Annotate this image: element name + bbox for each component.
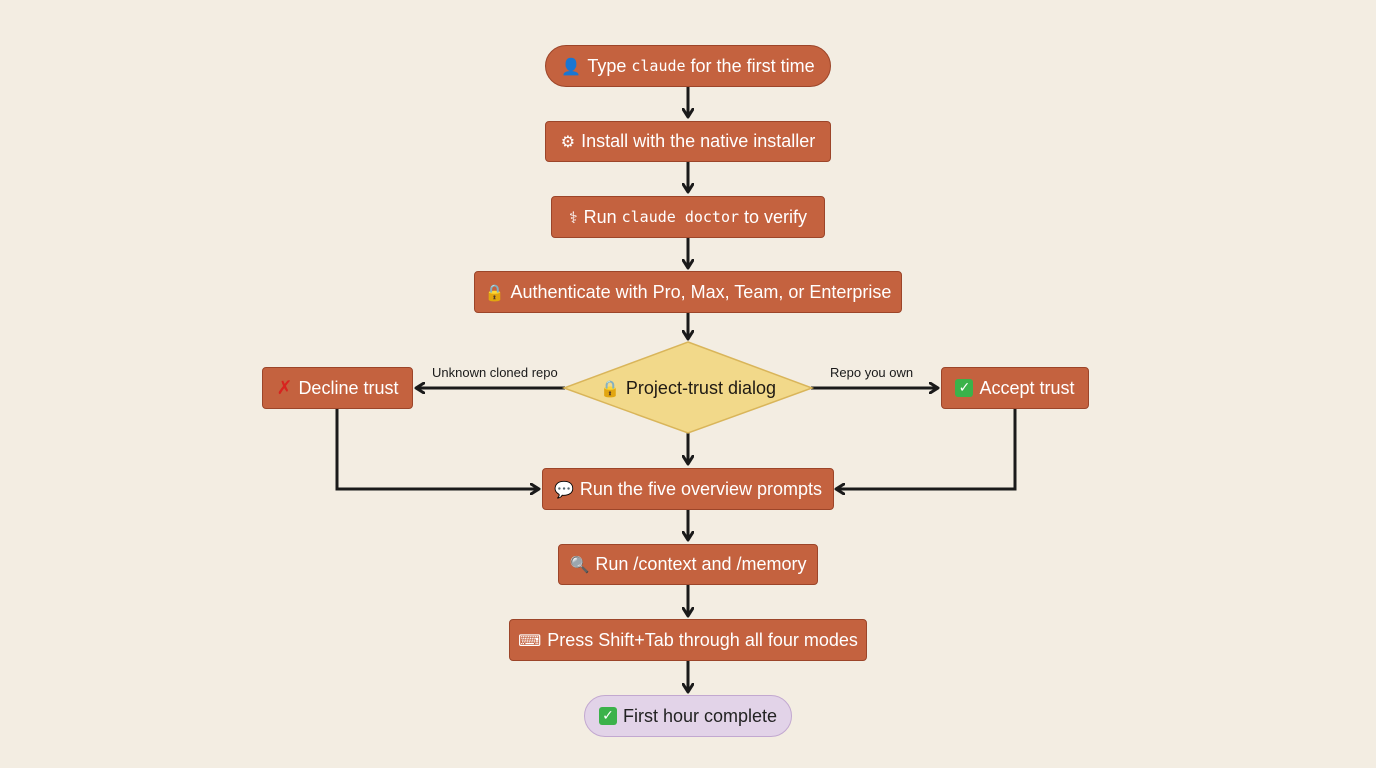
red-x-icon: ✗	[276, 377, 293, 399]
lock-icon: 🔒	[484, 282, 505, 302]
modes-label: Press Shift+Tab through all four modes	[547, 629, 858, 650]
check-icon: ✓	[955, 379, 974, 397]
start-node: 👤 Type claude for the first time	[545, 45, 831, 87]
modes-node: ⌨ Press Shift+Tab through all four modes	[509, 619, 867, 661]
install-node: ⚙ Install with the native installer	[545, 121, 831, 162]
accept-label: Accept trust	[979, 377, 1075, 398]
stethoscope-icon: ⚕	[568, 207, 578, 227]
arrow-decline-overview	[335, 409, 539, 489]
edge-label-unknown-repo: Unknown cloned repo	[432, 365, 558, 380]
doctor-code: claude doctor	[621, 208, 740, 226]
install-label: Install with the native installer	[581, 131, 816, 151]
overview-label: Run the five overview prompts	[579, 478, 823, 499]
doctor-prefix: Run	[583, 206, 617, 227]
trust-dialog-label: Project-trust dialog	[625, 377, 776, 398]
decline-label: Decline trust	[298, 377, 399, 398]
decline-node: ✗ Decline trust	[262, 367, 413, 409]
trust-dialog-node: 🔒 Project-trust dialog	[588, 373, 788, 403]
gear-icon: ⚙	[560, 132, 576, 151]
auth-label: Authenticate with Pro, Max, Team, or Ent…	[510, 281, 892, 302]
arrow-accept-overview	[836, 409, 1017, 489]
magnifier-icon: 🔍	[569, 555, 590, 574]
start-suffix: for the first time	[690, 55, 815, 76]
start-prefix: Type	[587, 55, 627, 76]
overview-node: 💬 Run the five overview prompts	[542, 468, 834, 510]
complete-label: First hour complete	[622, 705, 778, 726]
accept-node: ✓ Accept trust	[941, 367, 1089, 409]
complete-node: ✓ First hour complete	[584, 695, 792, 737]
person-icon: 👤	[561, 56, 582, 76]
decision-diamond	[561, 341, 815, 434]
start-code: claude	[631, 57, 686, 75]
auth-node: 🔒 Authenticate with Pro, Max, Team, or E…	[474, 271, 902, 313]
doctor-suffix: to verify	[744, 206, 808, 227]
speech-bubble-icon: 💬	[553, 479, 574, 499]
context-node: 🔍 Run /context and /memory	[558, 544, 818, 585]
check-icon: ✓	[598, 707, 617, 725]
doctor-node: ⚕ Run claude doctor to verify	[551, 196, 825, 238]
keyboard-icon: ⌨	[518, 630, 542, 650]
edge-label-own-repo: Repo you own	[830, 365, 914, 380]
lock-icon: 🔒	[600, 378, 620, 398]
context-label: Run /context and /memory	[595, 554, 807, 574]
